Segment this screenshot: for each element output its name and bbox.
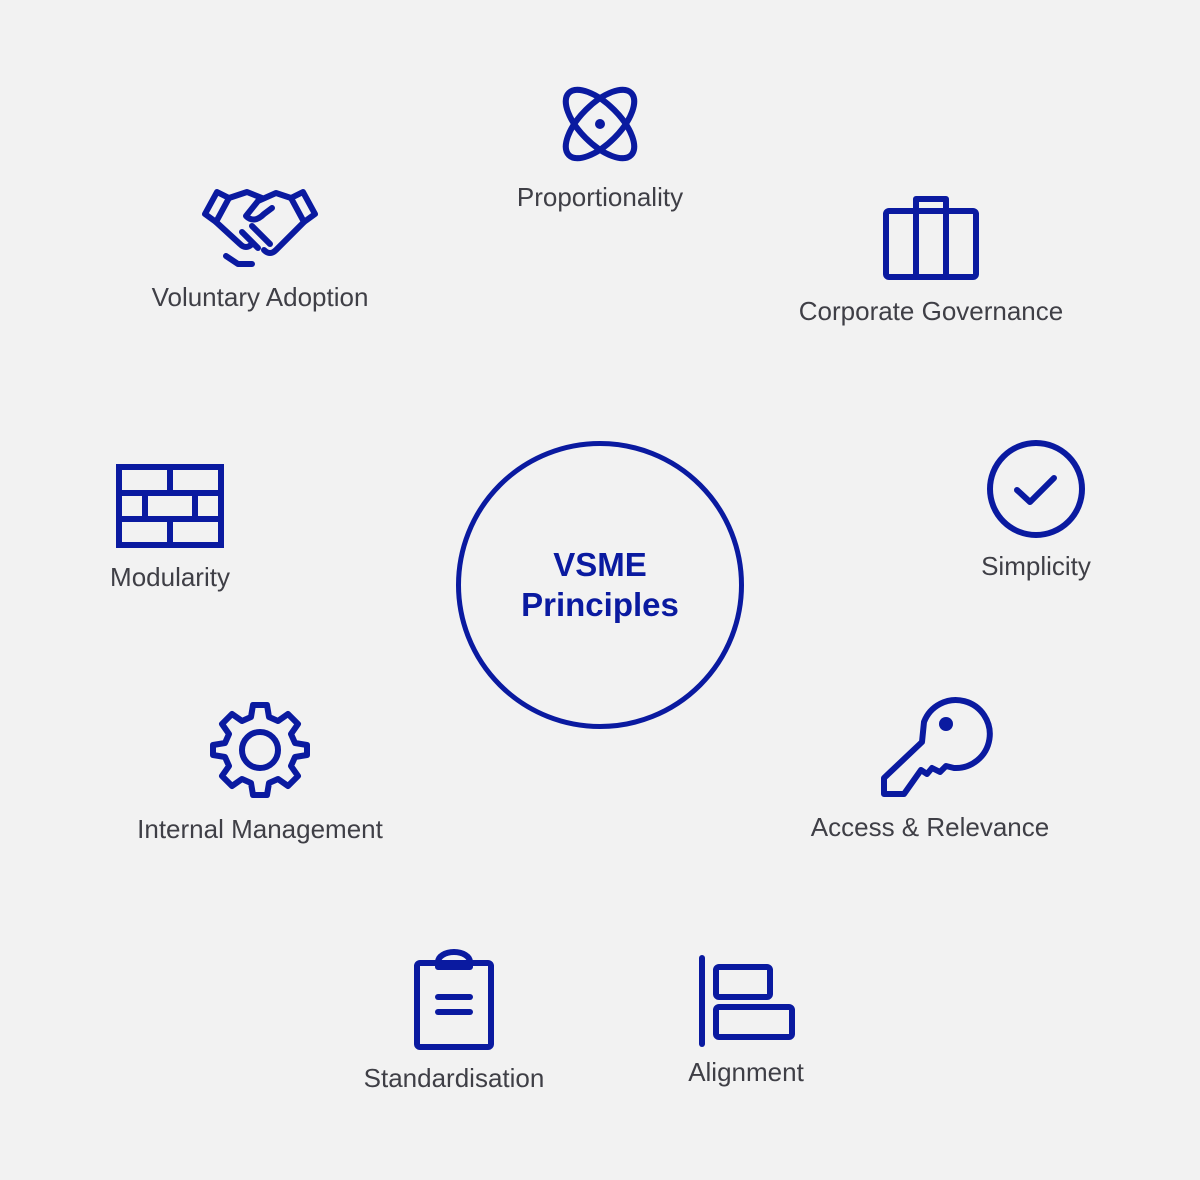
principle-alignment: Alignment [586, 955, 906, 1087]
gear-icon [210, 702, 310, 798]
clipboard-icon [414, 949, 494, 1050]
principle-label: Proportionality [516, 182, 684, 212]
principle-label: Voluntary Adoption [151, 282, 369, 312]
principle-proportionality: Proportionality [440, 78, 760, 212]
principle-standardisation: Standardisation [294, 949, 614, 1093]
principle-label: Corporate Governance [798, 296, 1064, 326]
principle-voluntary-adoption: Voluntary Adoption [100, 186, 420, 312]
principle-label: Modularity [110, 562, 230, 592]
principle-access-relevance: Access & Relevance [770, 697, 1090, 842]
align-left-icon [699, 955, 795, 1047]
principle-modularity: Modularity [10, 464, 330, 592]
center-circle: VSME Principles [456, 441, 744, 729]
principle-label: Internal Management [137, 814, 383, 844]
principle-corporate-governance: Corporate Governance [771, 194, 1091, 326]
atom-icon [562, 86, 638, 162]
principle-internal-management: Internal Management [100, 700, 420, 844]
brick-wall-icon [116, 464, 224, 548]
key-icon [881, 697, 993, 797]
principle-simplicity: Simplicity [876, 440, 1196, 581]
principle-label: Access & Relevance [810, 812, 1050, 842]
principle-label: Alignment [688, 1057, 804, 1087]
principle-label: Simplicity [981, 551, 1091, 581]
check-circle-icon [987, 440, 1085, 538]
handshake-icon [202, 189, 318, 267]
principle-label: Standardisation [363, 1063, 545, 1093]
center-title: VSME Principles [521, 546, 679, 623]
briefcase-icon [883, 196, 979, 280]
